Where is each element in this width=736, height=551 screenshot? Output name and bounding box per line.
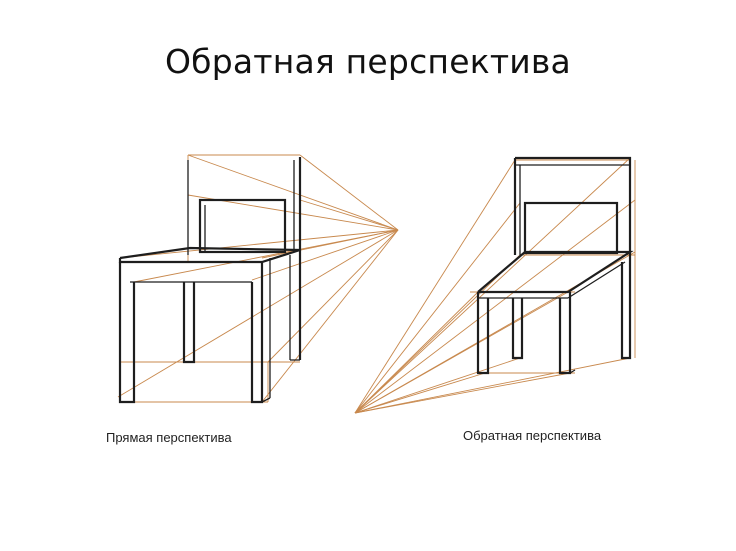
direct-perspective-chair — [117, 154, 399, 404]
slide-title: Обратная перспектива — [165, 42, 571, 81]
reverse-perspective-caption: Обратная перспектива — [463, 428, 602, 443]
direct-perspective-guide-lines — [117, 154, 399, 403]
reverse-perspective-chair — [354, 156, 636, 414]
reverse-perspective-guide-lines — [354, 157, 636, 414]
direct-perspective-caption: Прямая перспектива — [106, 430, 232, 445]
